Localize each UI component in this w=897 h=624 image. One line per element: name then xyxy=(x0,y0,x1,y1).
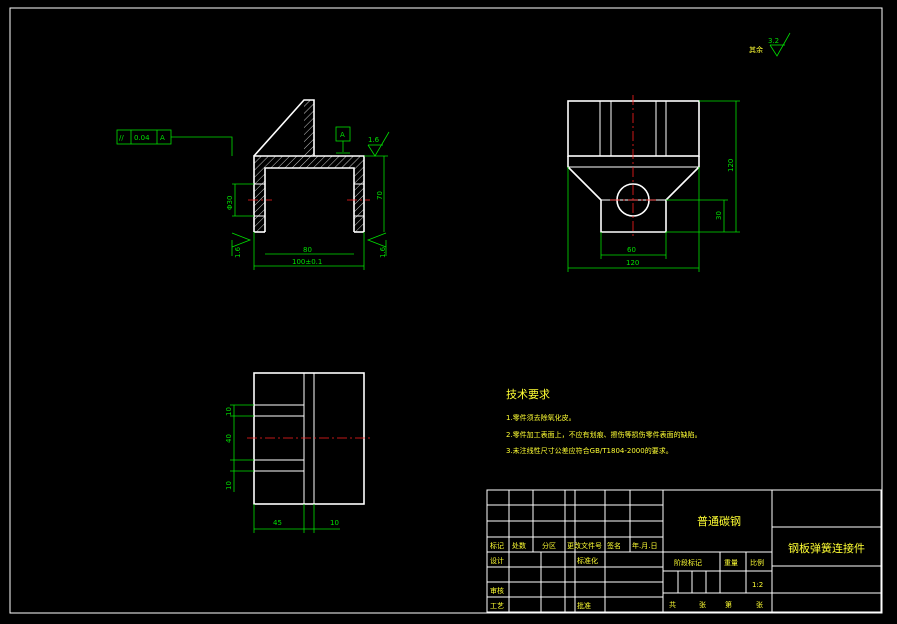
dim-hole: Φ30 xyxy=(226,196,234,210)
roughness-top: 1.6 xyxy=(368,136,380,144)
design-label: 设计 xyxy=(490,556,504,565)
drawing-border xyxy=(9,7,883,614)
sheet-no-label: 第 xyxy=(725,600,732,609)
surface-finish-symbol: 3.2 其余 xyxy=(749,32,791,57)
roughness-right: 1.6 xyxy=(379,246,387,258)
approve-label: 批准 xyxy=(577,601,591,610)
top-dim-c: 10 xyxy=(225,481,233,490)
surface-finish-label: 其余 xyxy=(749,45,763,54)
side-view: 120 30 60 120 xyxy=(567,95,740,272)
standardize-label: 标准化 xyxy=(577,556,598,565)
part-name-text: 钢板弹簧连接件 xyxy=(788,541,865,555)
side-dim-width: 120 xyxy=(626,259,639,267)
scale-label: 比例 xyxy=(750,558,764,567)
roughness-left: 1.6 xyxy=(234,246,242,258)
col-label-5: 签名 xyxy=(607,541,621,550)
material-text: 普通碳钢 xyxy=(697,514,741,528)
side-dim-height: 120 xyxy=(727,159,735,172)
note-item-2: 2.零件加工表面上，不应有划痕、擦伤等损伤零件表面的缺陷。 xyxy=(506,430,702,439)
top-dim-left: 45 xyxy=(273,519,282,527)
title-block: 普通碳钢 钢板弹簧连接件 1:2 标记 处数 分区 更改文件号 签名 年.月.日… xyxy=(486,489,882,613)
note-item-1: 1.零件须去除氧化皮。 xyxy=(506,413,576,422)
col-label-1: 标记 xyxy=(490,541,504,550)
review-label: 审核 xyxy=(490,586,504,595)
dim-outer-width: 100±0.1 xyxy=(292,258,322,266)
notes-title: 技术要求 xyxy=(506,388,550,401)
flatness-symbol: // xyxy=(119,134,124,142)
dim-inner-width: 80 xyxy=(303,246,312,254)
flatness-datum: A xyxy=(160,134,165,142)
stage-mark-label: 阶段标记 xyxy=(674,558,702,567)
sheet-of-label: 张 xyxy=(699,600,706,609)
process-label: 工艺 xyxy=(490,602,504,610)
side-dim-inner: 60 xyxy=(627,246,636,254)
col-label-4: 更改文件号 xyxy=(567,541,602,550)
scale-value: 1:2 xyxy=(752,581,763,589)
col-label-3: 分区 xyxy=(542,541,556,550)
surface-finish-value: 3.2 xyxy=(768,37,779,45)
front-view: // 0.04 A A 1.6 1.6 1.6 80 100±0.1 70 xyxy=(116,99,390,270)
sheet-no2-label: 张 xyxy=(756,600,763,609)
weight-label: 重量 xyxy=(724,559,738,567)
top-dim-a: 10 xyxy=(225,407,233,416)
dim-height: 70 xyxy=(376,191,384,200)
datum-label: A xyxy=(340,131,345,139)
sheets-label: 共 xyxy=(669,600,676,609)
technical-notes: 技术要求 1.零件须去除氧化皮。 2.零件加工表面上，不应有划痕、擦伤等损伤零件… xyxy=(506,388,702,455)
top-view: 10 40 10 45 10 xyxy=(225,372,370,533)
note-item-3: 3.未注线性尺寸公差应符合GB/T1804-2000的要求。 xyxy=(506,446,673,455)
side-dim-lower: 30 xyxy=(715,211,723,220)
top-dim-b: 40 xyxy=(225,434,233,443)
col-label-2: 处数 xyxy=(512,541,526,550)
flatness-value: 0.04 xyxy=(134,134,150,142)
top-dim-right: 10 xyxy=(330,519,339,527)
col-label-6: 年.月.日 xyxy=(632,541,657,550)
